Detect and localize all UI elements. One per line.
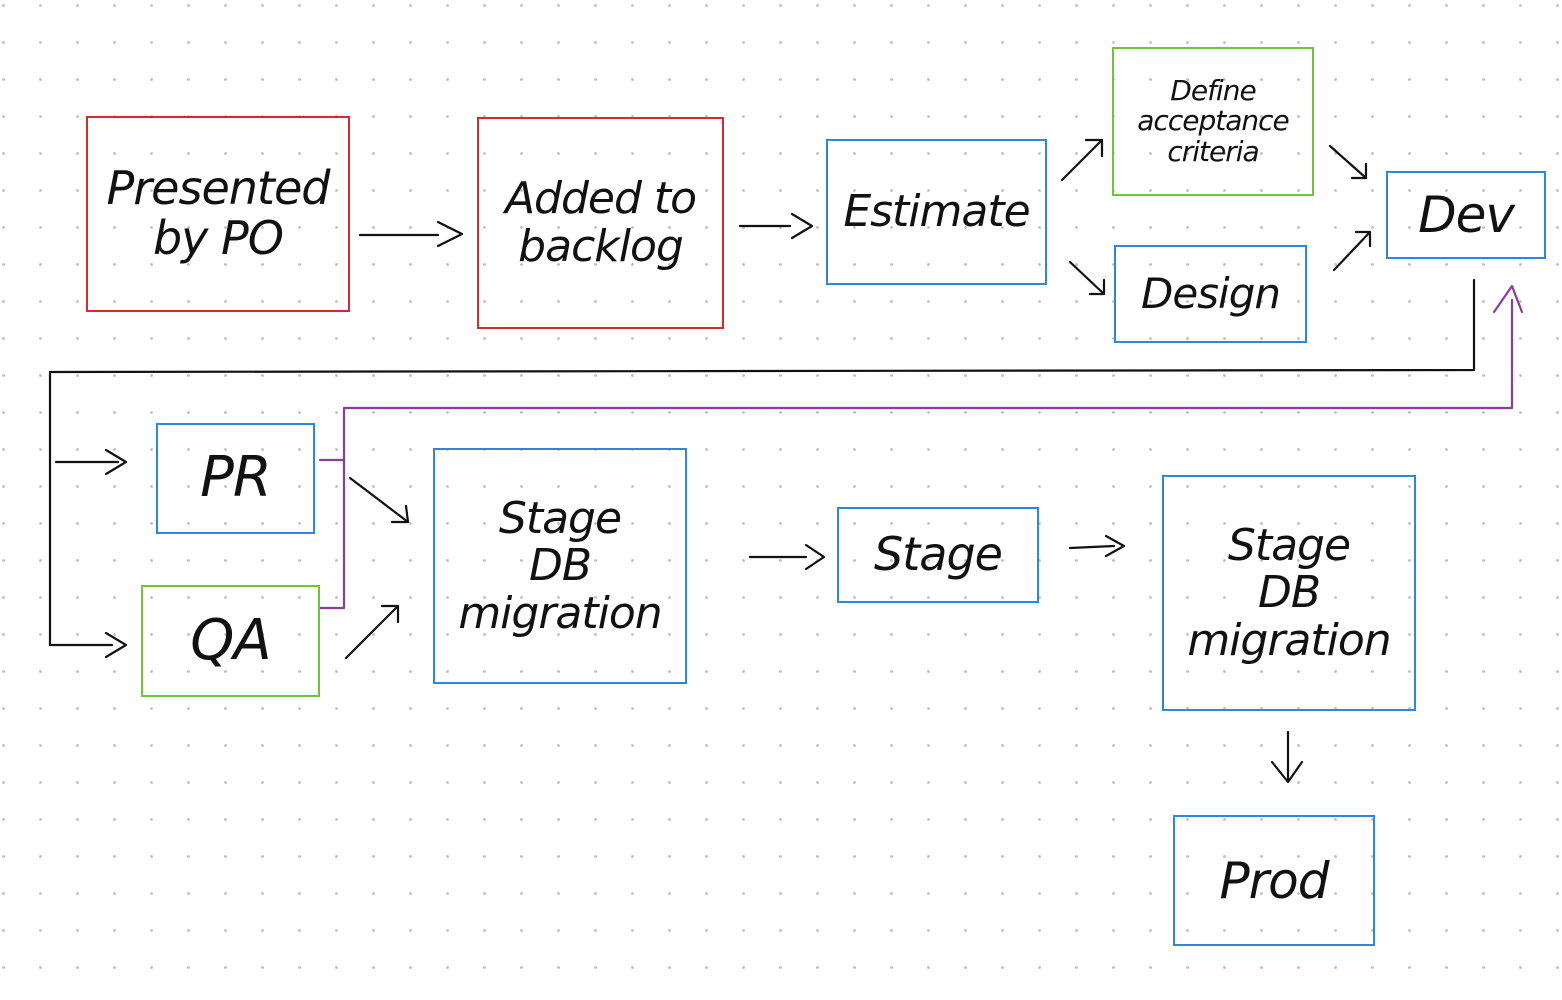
node-presented-by-po: Presented by PO bbox=[86, 116, 350, 312]
node-prod-db-migration-label: Stage DB migration bbox=[1187, 519, 1391, 666]
node-prod: Prod bbox=[1173, 815, 1375, 946]
node-design-label: Design bbox=[1140, 269, 1281, 319]
node-stage: Stage bbox=[837, 507, 1039, 603]
edge-dev-to-pr-qa bbox=[48, 278, 1476, 659]
node-define-acceptance-criteria: Define acceptance criteria bbox=[1112, 47, 1314, 196]
node-dev: Dev bbox=[1386, 171, 1546, 259]
edge-backlog-to-estimate bbox=[738, 212, 814, 240]
edge-qa-to-stage-migration bbox=[344, 604, 400, 660]
node-dev-label: Dev bbox=[1418, 186, 1515, 244]
edge-stage-to-prod-migration bbox=[1068, 534, 1126, 558]
edge-estimate-to-design bbox=[1068, 260, 1106, 296]
node-define-acceptance-criteria-label: Define acceptance criteria bbox=[1137, 74, 1289, 168]
node-prod-db-migration: Stage DB migration bbox=[1162, 475, 1416, 711]
edge-pr-qa-return-to-dev bbox=[318, 284, 1524, 610]
node-qa-label: QA bbox=[190, 607, 271, 673]
edge-presented-to-backlog bbox=[358, 220, 464, 248]
edge-estimate-to-acceptance bbox=[1060, 138, 1104, 182]
edge-stage-migration-to-stage bbox=[748, 543, 826, 571]
node-stage-db-migration: Stage DB migration bbox=[433, 448, 687, 684]
node-presented-by-po-label: Presented by PO bbox=[106, 161, 331, 265]
node-qa: QA bbox=[141, 585, 320, 697]
edge-prod-migration-to-prod bbox=[1270, 730, 1304, 784]
node-stage-db-migration-label: Stage DB migration bbox=[458, 492, 662, 639]
node-stage-label: Stage bbox=[874, 527, 1003, 582]
node-pr-label: PR bbox=[200, 445, 272, 511]
node-prod-label: Prod bbox=[1219, 851, 1329, 910]
node-estimate: Estimate bbox=[826, 139, 1047, 285]
edge-acceptance-to-dev bbox=[1328, 144, 1368, 180]
node-added-to-backlog-label: Added to backlog bbox=[504, 173, 697, 272]
edge-design-to-dev bbox=[1332, 230, 1372, 272]
node-pr: PR bbox=[156, 423, 315, 534]
node-estimate-label: Estimate bbox=[843, 186, 1030, 238]
node-design: Design bbox=[1114, 245, 1307, 343]
node-added-to-backlog: Added to backlog bbox=[477, 117, 724, 329]
edge-pr-to-stage-migration bbox=[348, 476, 410, 524]
